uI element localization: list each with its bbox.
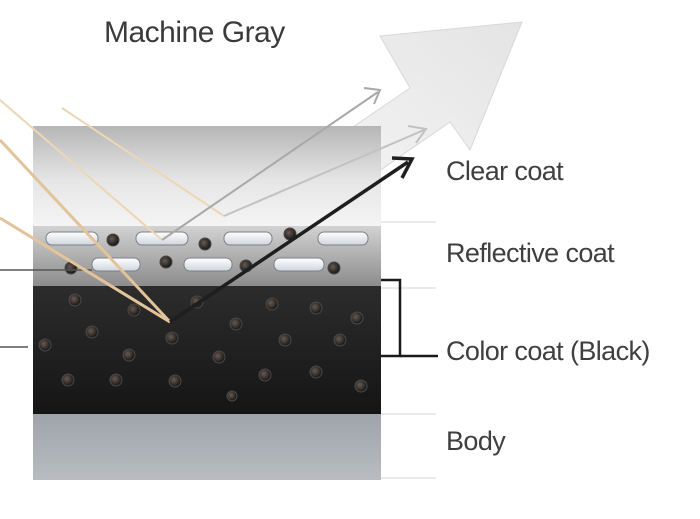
pigment-particle xyxy=(309,301,323,315)
pigment-particle xyxy=(122,348,136,362)
reflective-flake xyxy=(183,257,233,272)
incident-light-ray xyxy=(0,99,163,241)
pigment-particle xyxy=(278,333,292,347)
reflective-flake xyxy=(223,231,273,246)
pigment-particle xyxy=(198,237,212,251)
pigment-particle xyxy=(226,390,238,402)
reflective-flake xyxy=(45,231,99,246)
color-coat-label: Color coat (Black) xyxy=(446,336,650,366)
diagram-title: Machine Gray xyxy=(104,16,285,49)
pigment-particle xyxy=(85,325,99,339)
pigment-particle xyxy=(354,379,368,393)
reflective-flake xyxy=(135,231,189,246)
pigment-particle xyxy=(168,374,182,388)
incident-light-ray xyxy=(61,107,225,217)
pigment-particle xyxy=(212,350,226,364)
pigment-particle xyxy=(165,331,179,345)
reflected-arrow-icon xyxy=(169,156,415,324)
pigment-particle xyxy=(61,373,75,387)
body-layer xyxy=(33,414,381,480)
pigment-particle xyxy=(159,255,173,269)
pigment-particle xyxy=(106,233,120,247)
color-coat-layer xyxy=(33,286,381,414)
reflective-flake xyxy=(317,231,369,246)
reflected-arrow-icon xyxy=(161,87,382,241)
reflected-arrow-icon xyxy=(223,125,428,217)
pigment-particle xyxy=(258,368,272,382)
body-label: Body xyxy=(446,426,506,456)
clear-coat-layer xyxy=(33,126,381,226)
color-coat-bracket xyxy=(381,278,402,358)
pigment-particle xyxy=(327,261,341,275)
pigment-particle xyxy=(309,365,323,379)
incident-light-ray xyxy=(0,138,172,324)
pigment-particle xyxy=(350,311,364,325)
pigment-particle xyxy=(333,333,347,347)
incident-light-ray xyxy=(0,216,171,324)
pigment-particle xyxy=(68,293,82,307)
pigment-particle xyxy=(265,297,279,311)
pigment-particle xyxy=(229,317,243,331)
reflective-flake xyxy=(273,257,325,272)
reflective-coat-label: Reflective coat xyxy=(446,238,615,268)
clear-coat-label: Clear coat xyxy=(446,156,564,186)
pigment-particle xyxy=(38,338,52,352)
pigment-particle xyxy=(109,373,123,387)
pigment-particle xyxy=(127,303,141,317)
